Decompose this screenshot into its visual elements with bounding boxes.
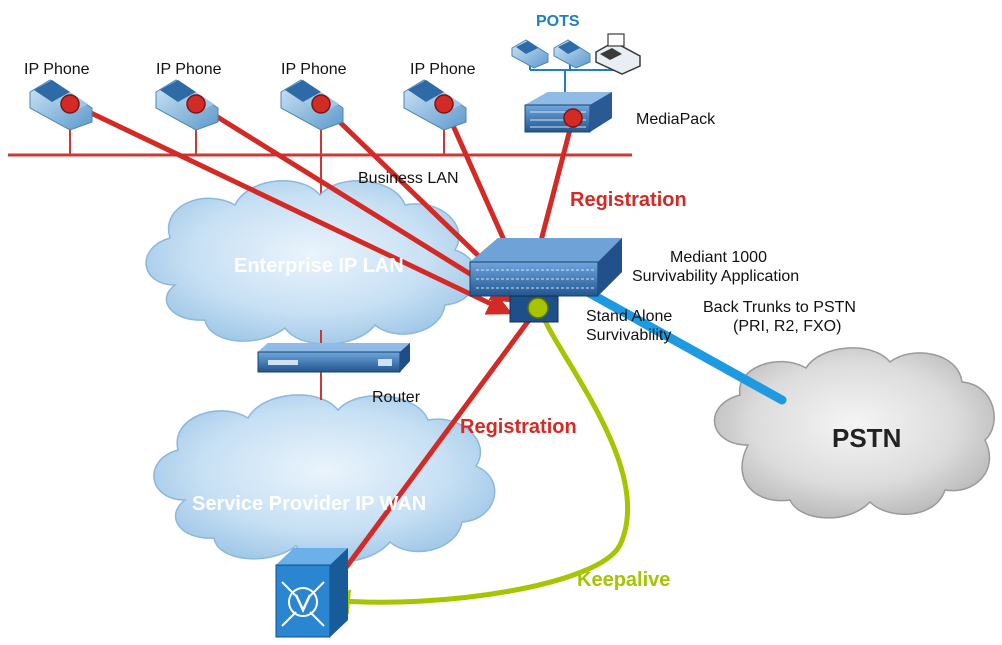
service-provider-wan-label: Service Provider IP WAN: [192, 493, 426, 515]
ip-phone-2: [155, 79, 219, 131]
pstn-label: PSTN: [832, 423, 901, 453]
service-provider-wan-cloud: [153, 394, 496, 563]
ip-phone-label-4: IP Phone: [410, 61, 476, 78]
keepalive-label: Keepalive: [577, 569, 670, 591]
ip-phone-label-2: IP Phone: [156, 61, 222, 78]
mediapack-icon: [524, 92, 612, 133]
back-trunks-label-line1: Back Trunks to PSTN: [703, 299, 856, 316]
pots-devices: [511, 33, 641, 75]
mediant-1000-icon: [469, 238, 622, 323]
ip-phone-3: [280, 79, 344, 131]
back-trunks-label-line2: (PRI, R2, FXO): [733, 318, 841, 335]
router-icon: [257, 343, 410, 373]
mediant-label-line2: Survivability Application: [632, 268, 799, 285]
ip-phone-label-1: IP Phone: [24, 61, 90, 78]
mediant-1000-device: [469, 238, 622, 323]
fax-icon: [595, 33, 641, 75]
mediapack-label: MediaPack: [636, 111, 716, 128]
standalone-label-line2: Survivability: [586, 327, 671, 344]
mediapack-device: [524, 92, 612, 133]
ip-phone-1: [29, 79, 93, 131]
standalone-label-line1: Stand Alone: [586, 308, 672, 325]
router-device: [257, 343, 410, 373]
pots-label: POTS: [536, 13, 580, 30]
pstn-cloud: [713, 347, 995, 519]
mediant-label-line1: Mediant 1000: [670, 249, 767, 266]
softswitch-icon: [275, 548, 348, 638]
phone-icon: [553, 39, 591, 69]
softswitch-device: [275, 548, 348, 638]
registration-label-top: Registration: [570, 189, 687, 211]
enterprise-lan-cloud: [145, 180, 478, 345]
registration-label-bottom: Registration: [460, 416, 577, 438]
router-label: Router: [372, 389, 421, 406]
pstn-trunk: [570, 280, 787, 405]
keepalive-arrow: [325, 309, 631, 615]
labels: IP Phone IP Phone IP Phone IP Phone POTS…: [24, 13, 901, 591]
business-lan-label: Business LAN: [358, 170, 459, 187]
business-lan-bus: [8, 128, 632, 200]
enterprise-lan-label: Enterprise IP LAN: [234, 255, 404, 277]
ip-phone-label-3: IP Phone: [281, 61, 347, 78]
ip-phone-4: [403, 79, 467, 131]
phone-icon: [511, 39, 549, 69]
